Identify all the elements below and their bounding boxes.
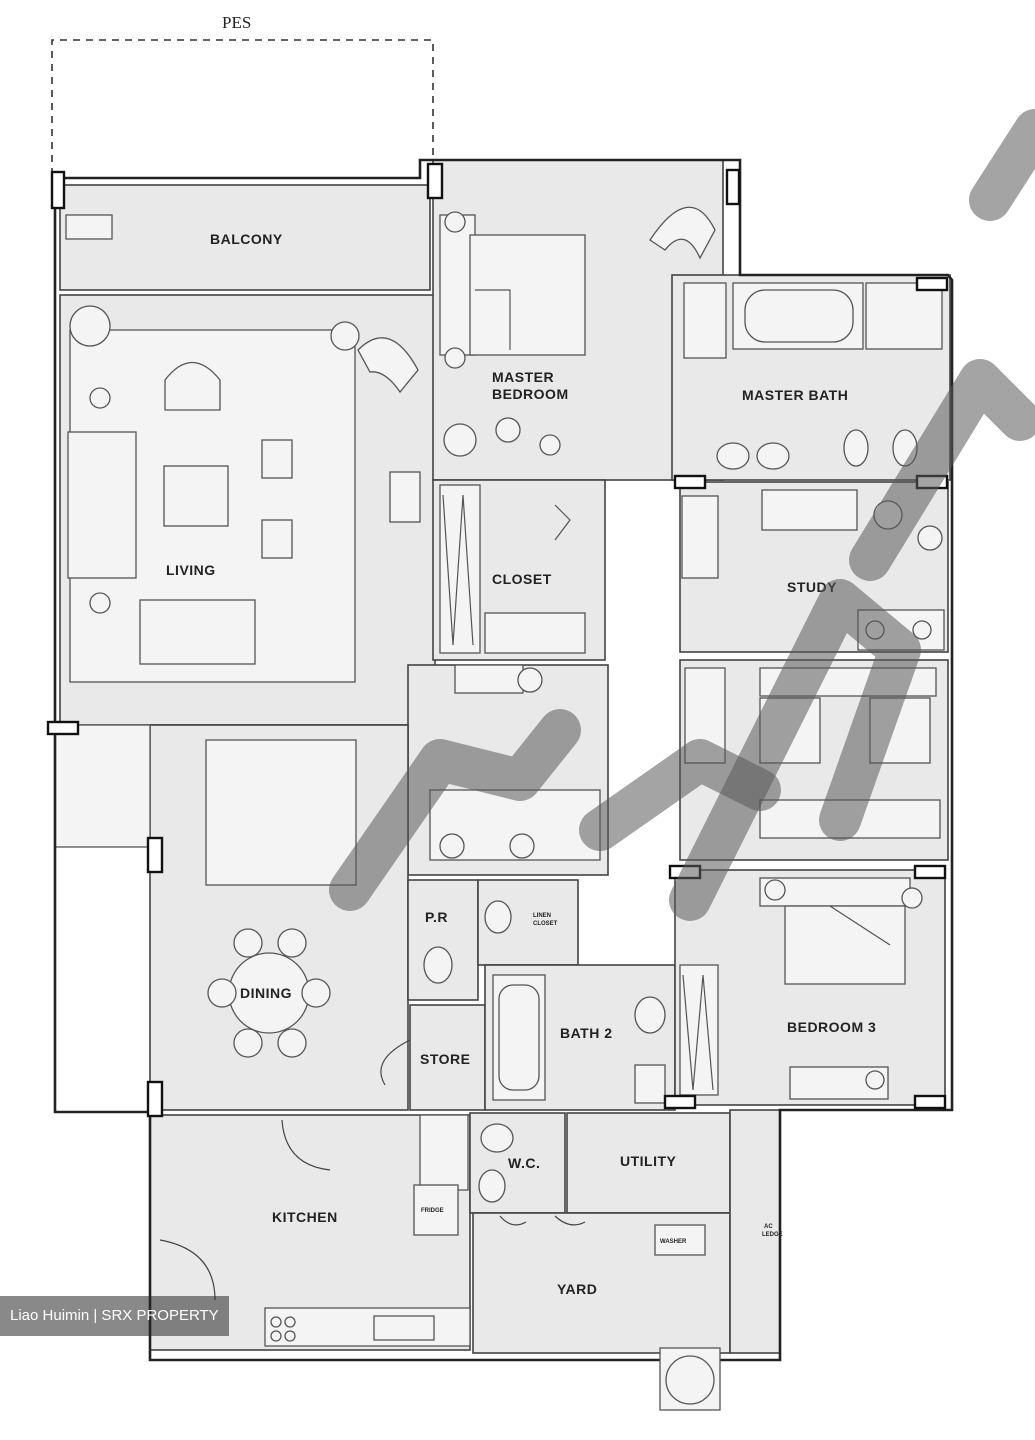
linen-label-1: LINEN — [533, 913, 551, 919]
closet-room: CLOSET — [432, 479, 606, 661]
living-label: LIVING — [166, 562, 216, 578]
ac-ledge-label-2: LEDGE — [762, 1232, 783, 1238]
balcony-label: BALCONY — [210, 231, 283, 247]
columns — [46, 162, 949, 1118]
bedroom-3-room: BEDROOM 3 — [674, 869, 946, 1106]
closet-label: CLOSET — [492, 571, 552, 587]
linen-closet: LINEN CLOSET — [477, 879, 579, 966]
foyer-area — [54, 724, 409, 1111]
kitchen-label: KITCHEN — [272, 1209, 338, 1225]
credit-badge: Liao Huimin | SRX PROPERTY — [0, 1296, 229, 1336]
wc-label: W.C. — [508, 1155, 540, 1171]
ac-ledge: AC LEDGE — [729, 1109, 783, 1354]
utility-label: UTILITY — [620, 1153, 677, 1169]
master-bedroom-label-2: BEDROOM — [492, 386, 569, 402]
dining-label: DINING — [240, 985, 292, 1001]
bath-2-room: BATH 2 — [484, 964, 676, 1111]
yard-label: YARD — [557, 1281, 597, 1297]
linen-label-2: CLOSET — [533, 921, 558, 927]
wc-room: W.C. — [469, 1112, 566, 1214]
bath-2-label: BATH 2 — [560, 1025, 613, 1041]
watermark — [329, 109, 1035, 921]
column-bottom — [659, 1347, 721, 1411]
balcony-room: BALCONY — [59, 184, 431, 291]
pr-room: P.R — [407, 879, 479, 1001]
washer-label: WASHER — [660, 1239, 687, 1245]
master-bedroom-label-1: MASTER — [492, 369, 554, 385]
utility-room: UTILITY — [566, 1112, 731, 1214]
bedroom-3-label: BEDROOM 3 — [787, 1019, 876, 1035]
master-bath: MASTER BATH — [671, 274, 951, 481]
pes-label: PES — [222, 13, 251, 32]
living-room: LIVING — [59, 294, 436, 726]
dining-area: DINING — [207, 928, 331, 1058]
store-label: STORE — [420, 1051, 470, 1067]
yard-room: YARD WASHER — [472, 1212, 731, 1354]
pes-area: PES — [51, 13, 434, 175]
fridge-label: FRIDGE — [421, 1208, 444, 1214]
ac-ledge-label-1: AC — [764, 1224, 773, 1230]
pr-label: P.R — [425, 909, 448, 925]
master-bath-label: MASTER BATH — [742, 387, 848, 403]
